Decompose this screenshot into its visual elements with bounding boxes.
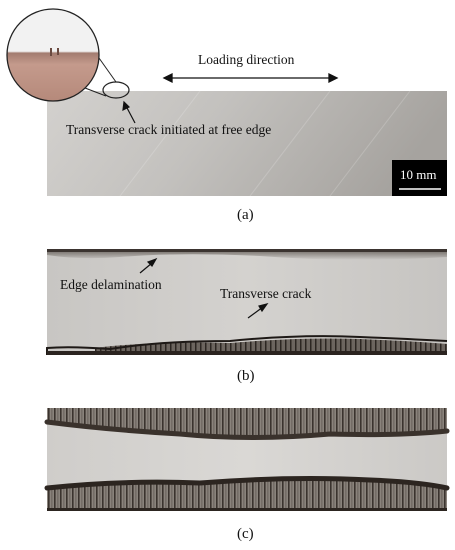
scale-bar-box bbox=[392, 160, 447, 196]
crack-inset-magnifier bbox=[6, 8, 130, 102]
panel-b-caption: (b) bbox=[237, 368, 255, 384]
panel-a-caption: (a) bbox=[237, 207, 254, 223]
panel-c-figure bbox=[44, 408, 450, 511]
loading-direction-label: Loading direction bbox=[198, 52, 295, 67]
crack-annotation-arrow bbox=[122, 100, 136, 124]
panel-a-figure bbox=[6, 8, 447, 197]
panel-c-caption: (c) bbox=[237, 526, 254, 542]
crack-initiation-annotation: Transverse crack initiated at free edge bbox=[66, 122, 272, 137]
edge-delamination-label: Edge delamination bbox=[60, 277, 162, 292]
loading-direction-arrow bbox=[162, 72, 339, 84]
transverse-crack-label: Transverse crack bbox=[220, 286, 312, 301]
scale-bar-label: 10 mm bbox=[400, 167, 437, 182]
panel-b-figure bbox=[46, 249, 448, 355]
specimen-a-image bbox=[47, 91, 447, 196]
